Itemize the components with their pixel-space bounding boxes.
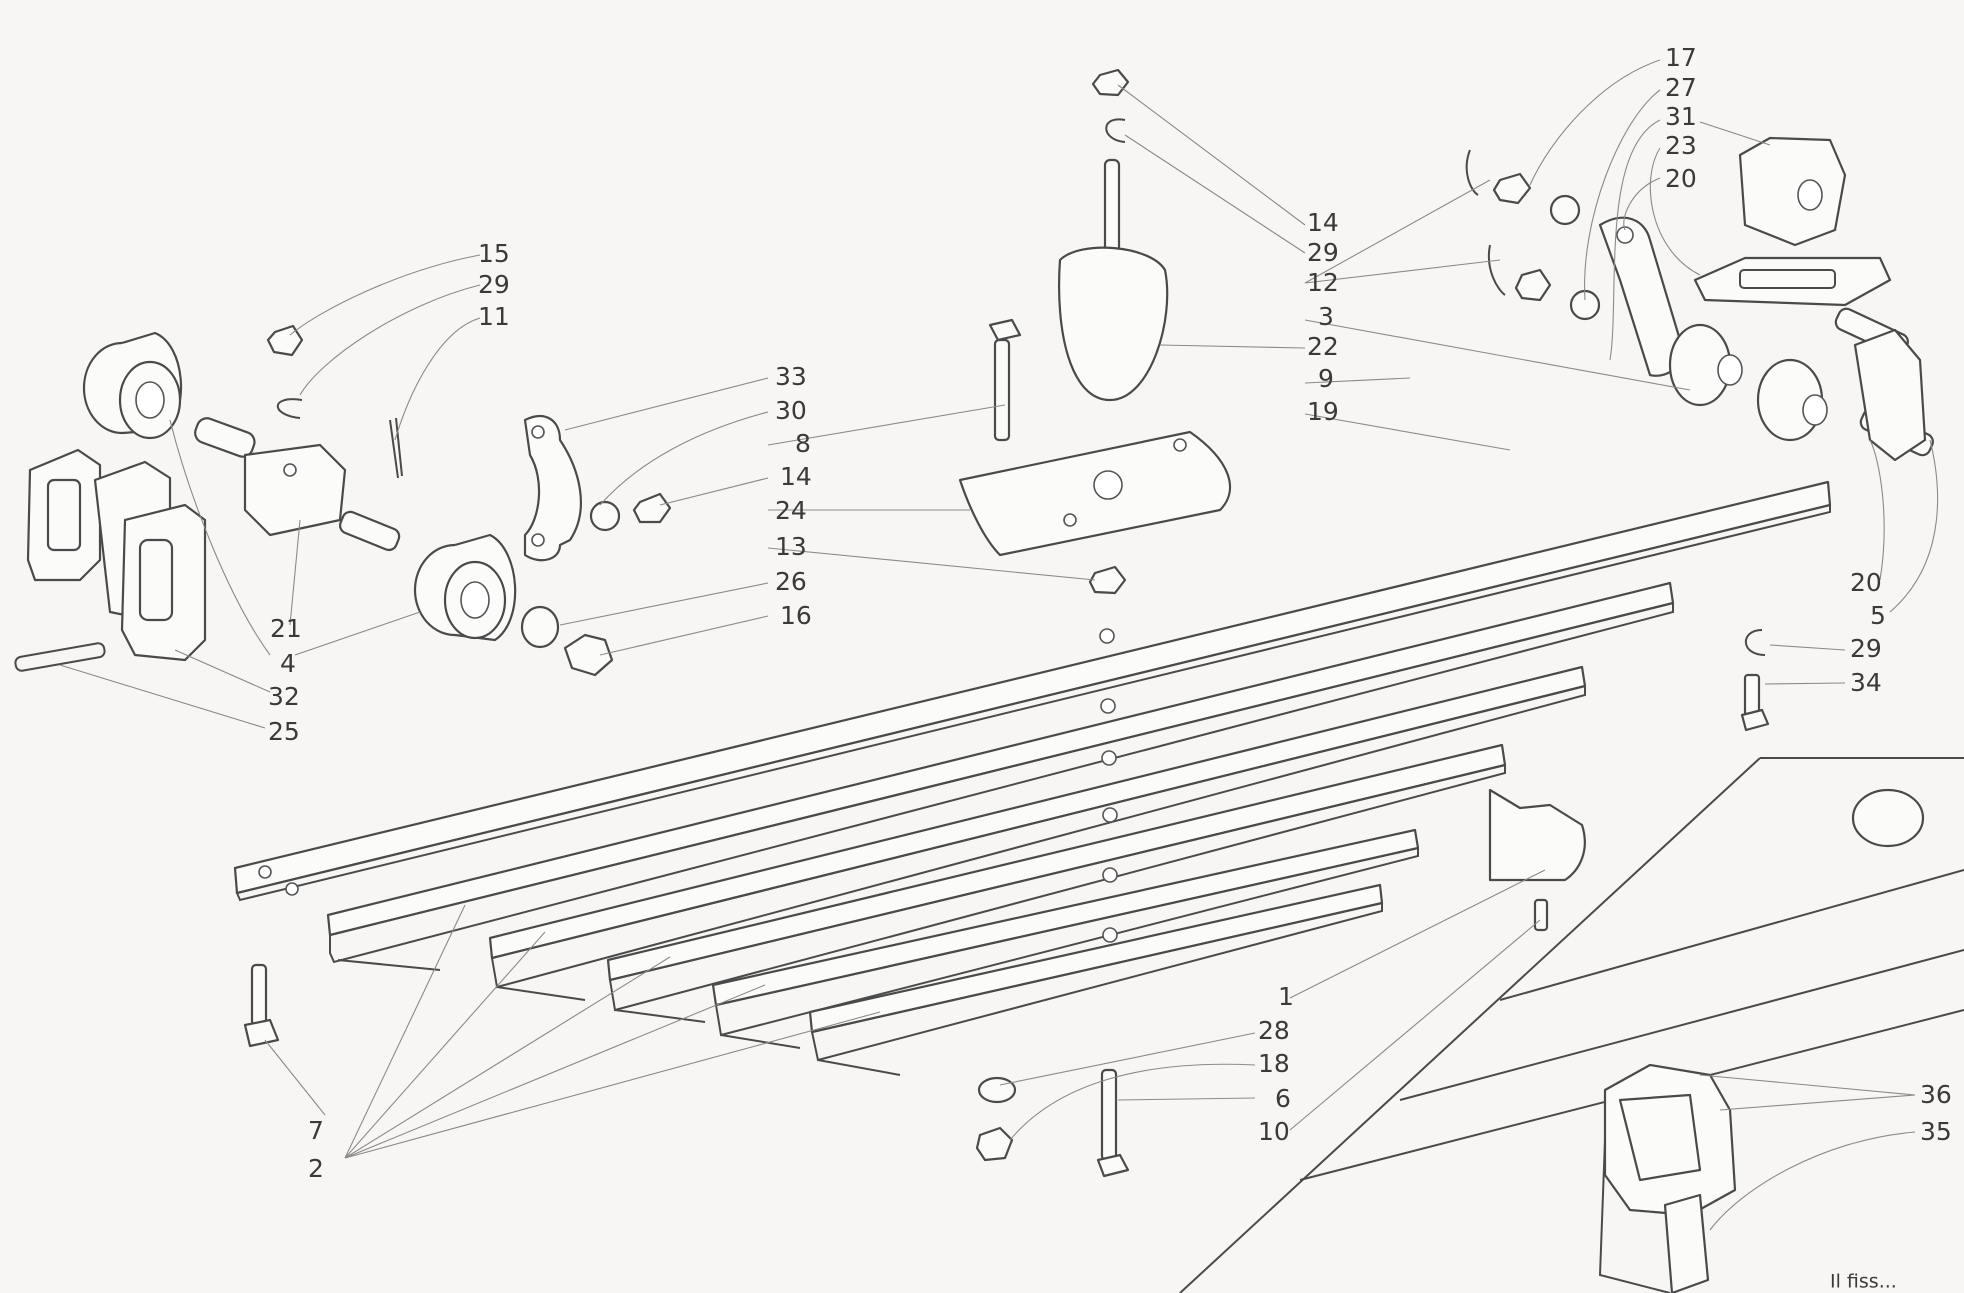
callout-32: 32 [268, 682, 300, 711]
right-small-parts [1488, 629, 1770, 932]
callout-9: 9 [1318, 364, 1334, 393]
leader-lines [59, 59, 1939, 1231]
front-hanger-bracket [26, 448, 207, 662]
callout-20-right: 20 [1850, 568, 1882, 597]
callout-12: 12 [1307, 268, 1339, 297]
callout-26: 26 [775, 567, 807, 596]
callout-33: 33 [775, 362, 807, 391]
callout-20: 20 [1665, 164, 1697, 193]
leaf-3 [488, 665, 1587, 1001]
callout-8: 8 [795, 429, 811, 458]
callout-15: 15 [478, 239, 510, 268]
callout-6: 6 [1275, 1084, 1291, 1113]
callout-29-right: 29 [1850, 634, 1882, 663]
callout-19: 19 [1307, 397, 1339, 426]
callout-labels: 17 27 31 23 20 14 29 12 3 22 9 19 15 29 … [268, 43, 1952, 1293]
callout-22: 22 [1307, 332, 1339, 361]
callout-11: 11 [478, 302, 510, 331]
callout-36: 36 [1920, 1080, 1952, 1109]
centre-bolt [988, 318, 1022, 442]
leaf-4 [606, 743, 1507, 1023]
callout-24: 24 [775, 496, 807, 525]
inset-view [1179, 757, 1964, 1293]
callout-14: 14 [1307, 208, 1339, 237]
centre-bolt-holes [1099, 628, 1118, 943]
callout-34: 34 [1850, 668, 1882, 697]
callout-16: 16 [780, 601, 812, 630]
callout-30: 30 [775, 396, 807, 425]
bushing-left [82, 331, 183, 440]
callout-1: 1 [1278, 982, 1294, 1011]
left-small-parts [14, 324, 672, 677]
callout-28: 28 [1258, 1016, 1290, 1045]
rubber-buffer [1693, 136, 1892, 307]
leaf-6 [808, 883, 1384, 1076]
callout-31: 31 [1665, 102, 1697, 131]
bump-stop [1057, 68, 1169, 402]
centre-nut [1088, 565, 1127, 595]
callout-27: 27 [1665, 73, 1697, 102]
callout-4: 4 [280, 649, 296, 678]
leaf-2 [326, 581, 1675, 971]
callout-10: 10 [1258, 1117, 1290, 1146]
callout-23: 23 [1665, 131, 1697, 160]
callout-17: 17 [1665, 43, 1697, 72]
shackle-pin-assembly [194, 417, 401, 552]
callout-18: 18 [1258, 1049, 1290, 1078]
main-leaf [233, 480, 1832, 902]
callout-21: 21 [270, 614, 302, 643]
callout-5: 5 [1870, 601, 1886, 630]
callout-7: 7 [308, 1116, 324, 1145]
callout-2: 2 [308, 1154, 324, 1183]
callout-14-left: 14 [780, 462, 812, 491]
callout-35: 35 [1920, 1117, 1952, 1146]
callout-25: 25 [268, 717, 300, 746]
bushing-middle [413, 533, 517, 642]
callout-3: 3 [1318, 302, 1334, 331]
rear-shackle [1465, 149, 1934, 462]
callout-13: 13 [775, 532, 807, 561]
leaf-5 [711, 828, 1420, 1049]
spring-pad-plate [958, 430, 1232, 557]
callout-29: 29 [1307, 238, 1339, 267]
footer-caption: Il fiss... [1830, 1271, 1897, 1293]
callout-29-left: 29 [478, 270, 510, 299]
